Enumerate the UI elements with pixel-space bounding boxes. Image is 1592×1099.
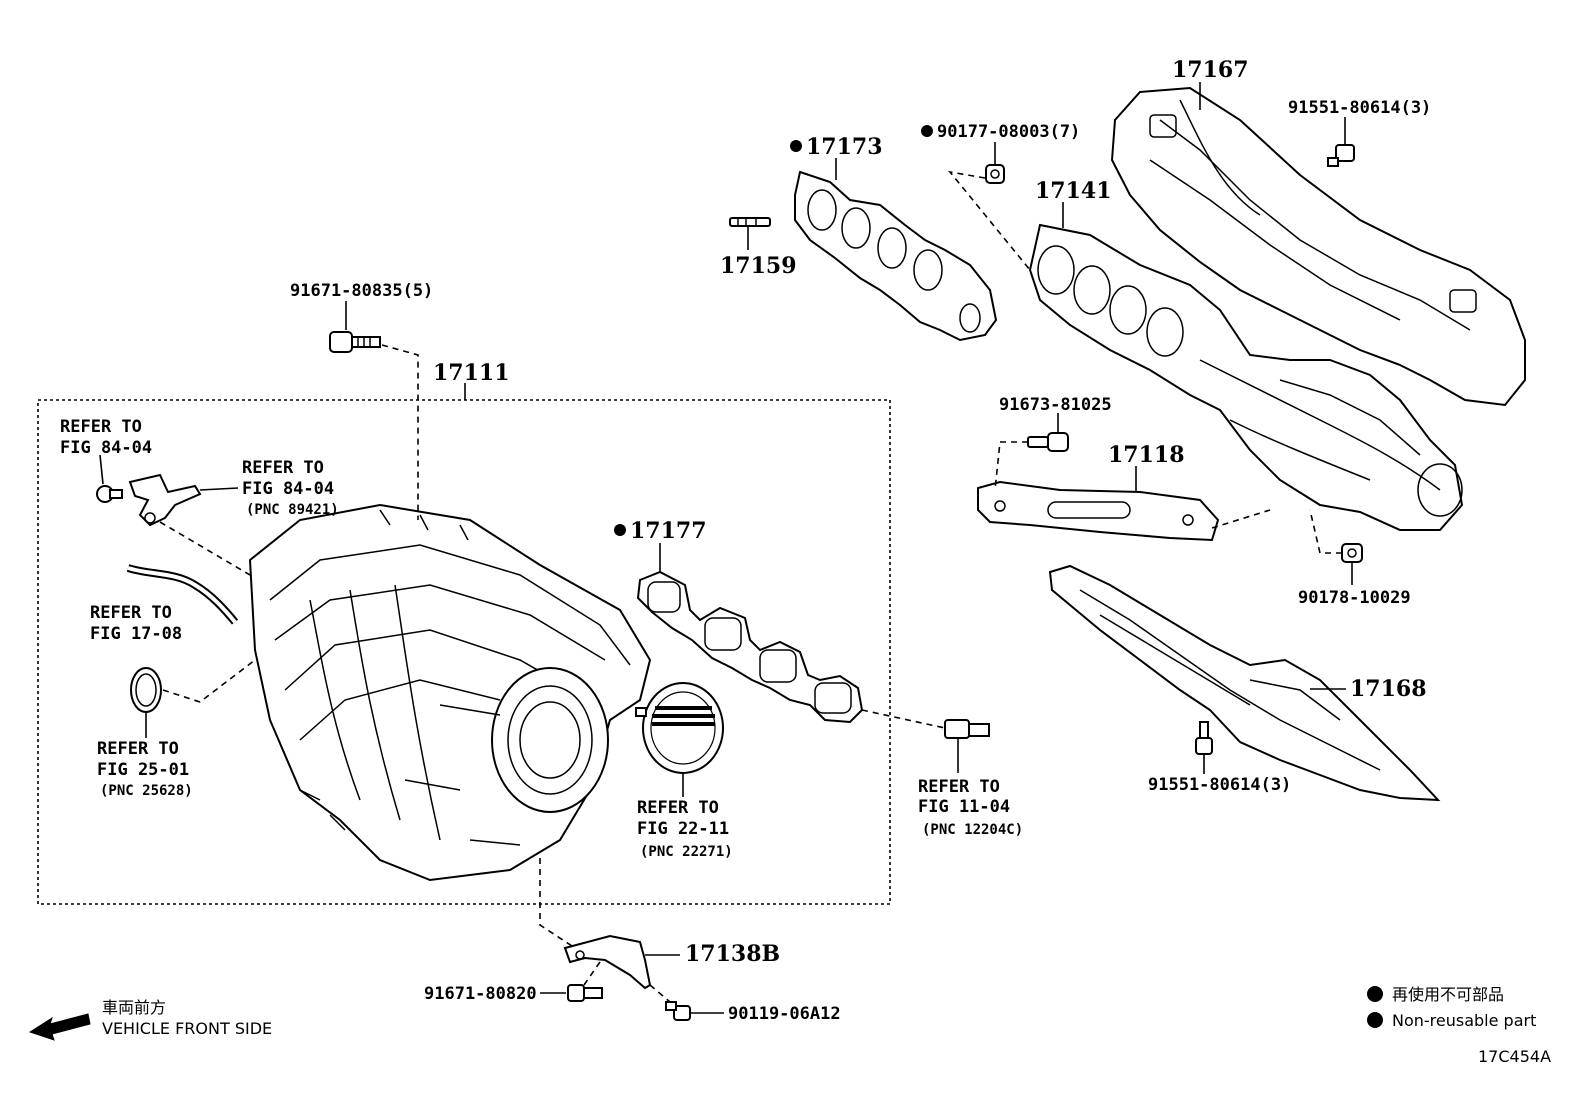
refer-5-line3: (PNC 22271)	[640, 844, 733, 860]
heat-insulator-17168	[1048, 564, 1441, 802]
intake-manifold-drawing	[248, 503, 652, 882]
label-91671-80835: 91671-80835(5)	[290, 281, 433, 301]
refer-1-line2: FIG 84-04	[60, 438, 152, 458]
label-90177-08003: 90177-08003(7)	[937, 122, 1080, 142]
legend-jp: 再使用不可部品	[1392, 985, 1504, 1004]
direction-en: VEHICLE FRONT SIDE	[102, 1019, 272, 1038]
bolt-91551-80614-bottom	[1195, 721, 1213, 755]
label-17118: 17118	[1108, 442, 1185, 468]
nut-90177-08003	[985, 164, 1005, 184]
refer-4-line3: (PNC 25628)	[100, 783, 193, 799]
bolt-91671-80835	[329, 331, 381, 353]
refer-5-line2: FIG 22-11	[637, 819, 729, 839]
stud-17159	[729, 217, 771, 227]
bracket-17118	[977, 480, 1220, 542]
sensor-bracket	[96, 473, 202, 527]
refer-3-line1: REFER TO	[90, 603, 172, 623]
bracket-17138B	[563, 934, 652, 990]
label-91551-80614-top: 91551-80614(3)	[1288, 98, 1431, 118]
direction-jp: 車両前方	[102, 998, 166, 1017]
non-reusable-marker-90177	[921, 125, 933, 137]
bolt-91673-81025	[1027, 432, 1069, 452]
refer-2-line2: FIG 84-04	[242, 479, 334, 499]
label-17138B: 17138B	[685, 941, 780, 967]
bolt-91671-80820	[567, 984, 603, 1002]
refer-1-line1: REFER TO	[60, 417, 142, 437]
figure-code: 17C454A	[1478, 1047, 1551, 1066]
refer-2-line3: (PNC 89421)	[246, 502, 339, 518]
heat-insulator-17167	[1110, 86, 1526, 407]
throttle-gasket-22-11	[635, 682, 724, 774]
refer-3-line2: FIG 17-08	[90, 624, 182, 644]
gasket-17177	[636, 570, 864, 724]
bolt-91551-80614-top	[1327, 144, 1355, 167]
label-17168: 17168	[1350, 676, 1427, 702]
refer-4-line1: REFER TO	[97, 739, 179, 759]
refer-6-line1: REFER TO	[918, 777, 1000, 797]
vehicle-front-indicator: 車両前方 VEHICLE FRONT SIDE	[28, 998, 272, 1041]
legend-en: Non-reusable part	[1392, 1011, 1536, 1030]
refer-5-line1: REFER TO	[637, 798, 719, 818]
gasket-17173	[794, 170, 998, 342]
refer-6-line3: (PNC 12204C)	[922, 822, 1023, 838]
legend: 再使用不可部品 Non-reusable part	[1367, 985, 1536, 1030]
label-17159: 17159	[720, 253, 797, 279]
refer-4-line2: FIG 25-01	[97, 760, 189, 780]
label-90178-10029: 90178-10029	[1298, 588, 1411, 608]
label-90119-06A12: 90119-06A12	[728, 1004, 841, 1024]
label-17167: 17167	[1172, 57, 1249, 83]
exhaust-manifold-17141	[1028, 223, 1464, 531]
legend-dot-en	[1367, 1012, 1383, 1028]
label-17173: 17173	[806, 134, 883, 160]
label-17111: 17111	[433, 360, 510, 386]
label-91671-80820: 91671-80820	[424, 984, 537, 1004]
sensor-11-04	[944, 719, 990, 739]
refer-6-line2: FIG 11-04	[918, 797, 1010, 817]
assembly-frame-17111	[37, 399, 891, 905]
front-arrow-icon	[28, 1013, 91, 1041]
bolt-90119-06A12	[665, 1001, 691, 1021]
label-17177: 17177	[630, 518, 707, 544]
non-reusable-marker-17173	[790, 140, 802, 152]
label-91551-80614-bottom: 91551-80614(3)	[1148, 775, 1291, 795]
label-91673-81025: 91673-81025	[999, 395, 1112, 415]
legend-dot-jp	[1367, 986, 1383, 1002]
label-17141: 17141	[1035, 178, 1112, 204]
nut-90178-10029	[1341, 543, 1363, 563]
refer-2-line1: REFER TO	[242, 458, 324, 478]
non-reusable-marker-17177	[614, 524, 626, 536]
